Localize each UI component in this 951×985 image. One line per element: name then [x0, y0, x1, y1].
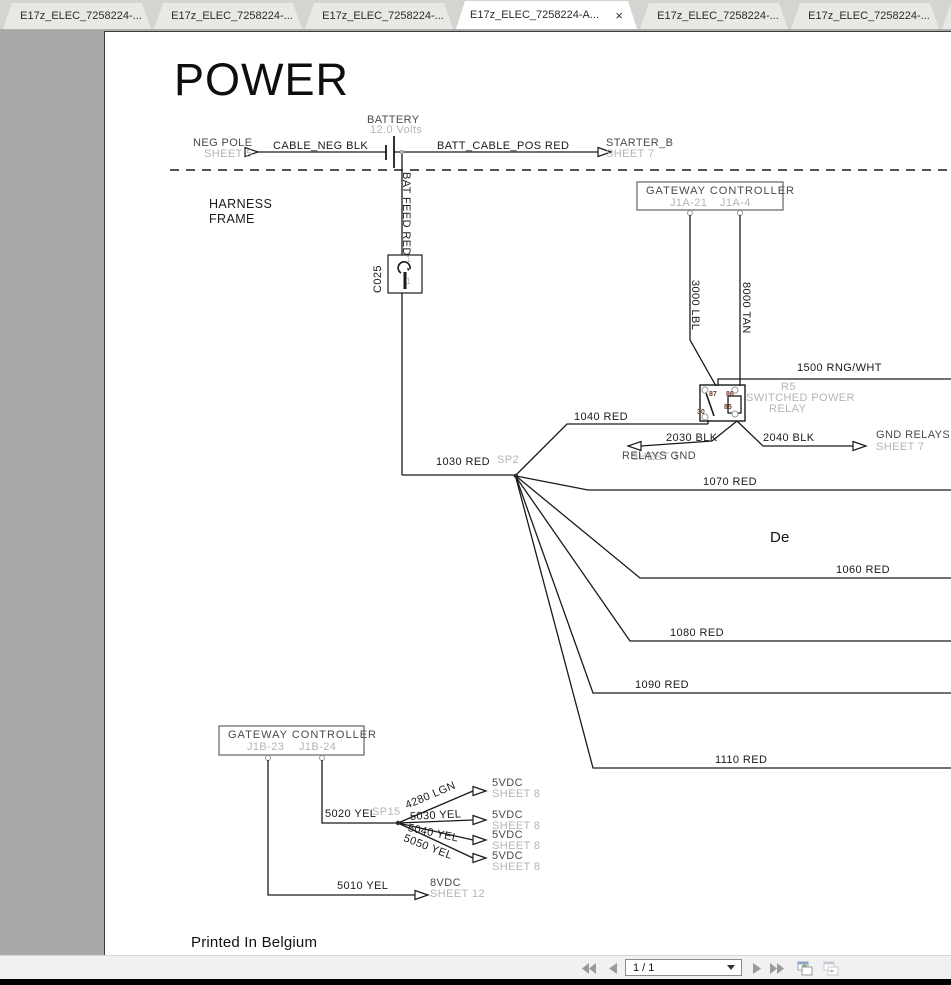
wire-label-1090: 1090 RED — [635, 679, 689, 691]
wire-label-cable-neg: CABLE_NEG BLK — [273, 140, 369, 152]
previous-view-icon — [797, 961, 813, 975]
tab-label: E17z_ELEC_7258224-... — [657, 10, 779, 22]
relay-pin-30: 30 — [697, 409, 705, 416]
wire-label-1500: 1500 RNG/WHT — [797, 362, 882, 374]
sheet-ref: SHEET 7 — [606, 148, 655, 160]
sheet-ref: SHEET 12 — [430, 888, 485, 900]
battery-label: BATTERY — [367, 114, 420, 126]
sheet-ref: SHEET 8 — [492, 820, 541, 832]
offpage-8vdc: 8VDC — [430, 877, 461, 889]
next-page-icon — [753, 962, 761, 974]
c025-pin-top: 1 — [406, 254, 412, 264]
gateway-bottom-pin2: J1B-24 — [299, 741, 337, 753]
tab-2[interactable]: E17z_ELEC_7258224-... — [154, 3, 302, 29]
previous-view-button[interactable] — [794, 960, 814, 976]
de-note: De — [770, 529, 790, 546]
next-page-button[interactable] — [748, 960, 766, 976]
tab-7[interactable]: E17z_ELEC_7258224-... — [942, 3, 951, 29]
first-page-button[interactable] — [580, 960, 598, 976]
harness-label: HARNESS — [209, 197, 273, 211]
tab-label: E17z_ELEC_7258224-A... — [470, 9, 600, 21]
wire-label-8000: 8000 TAN — [740, 282, 752, 334]
wire-label-3000: 3000 LBL — [689, 280, 701, 331]
tab-label: E17z_ELEC_7258224-... — [20, 10, 142, 22]
splice-sp15-label: SP15 — [372, 806, 401, 818]
wire-label-batt-cable-pos: BATT_CABLE_POS RED — [437, 140, 570, 152]
previous-page-button[interactable] — [604, 960, 622, 976]
tab-6[interactable]: E17z_ELEC_7258224-... — [791, 3, 939, 29]
gateway-top-pin1: J1A-21 — [670, 197, 708, 209]
page-indicator: 1 / 1 — [633, 961, 655, 974]
sheet-ref: SHEET 5 — [204, 148, 253, 160]
relay-name-line1: SWITCHED POWER — [746, 392, 855, 404]
connector-c025-label: C025 — [372, 265, 384, 293]
tab-1[interactable]: E17z_ELEC_7258224-... — [3, 3, 151, 29]
relay-name-line2: RELAY — [769, 403, 807, 415]
pdf-page — [104, 31, 951, 956]
wire-label-1080: 1080 RED — [670, 627, 724, 639]
wire-label-5020: 5020 YEL — [325, 808, 377, 820]
wire-label-1060: 1060 RED — [836, 564, 890, 576]
last-page-icon — [770, 962, 784, 974]
offpage-5vdc: 5VDC — [492, 850, 523, 862]
first-page-icon — [582, 962, 596, 974]
next-view-icon — [823, 961, 839, 975]
tab-bar: E17z_ELEC_7258224-... E17z_ELEC_7258224-… — [0, 0, 951, 30]
next-view-button[interactable] — [820, 960, 840, 976]
close-tab-icon[interactable]: × — [615, 7, 623, 23]
tab-label: E17z_ELEC_7258224-... — [945, 10, 951, 22]
relay-pin-86: 86 — [726, 391, 734, 398]
frame-label: FRAME — [209, 212, 255, 226]
wire-label-2040: 2040 BLK — [763, 432, 815, 444]
status-strip — [0, 979, 951, 985]
splice-sp2-label: SP2 — [497, 454, 519, 466]
gateway-bottom-pin1: J1B-23 — [247, 741, 285, 753]
tab-label: E17z_ELEC_7258224-... — [808, 10, 930, 22]
wire-label-1030: 1030 RED — [436, 456, 490, 468]
tab-label: E17z_ELEC_7258224-... — [171, 10, 293, 22]
offpage-5vdc: 5VDC — [492, 829, 523, 841]
wire-label-2030: 2030 BLK — [666, 432, 718, 444]
tab-4-active[interactable]: E17z_ELEC_7258224-A... × — [456, 1, 637, 29]
wire-label-1070: 1070 RED — [703, 476, 757, 488]
gateway-top-pin2: J1A-4 — [720, 197, 751, 209]
sheet-ref: SHEET 8 — [492, 788, 541, 800]
battery-voltage: 12.0 Volts — [370, 124, 423, 136]
sheet-ref: SHEET 8 — [492, 861, 541, 873]
wire-label-bat-feed: BAT FEED RED — [400, 172, 412, 256]
offpage-starter: STARTER_B — [606, 137, 674, 149]
previous-page-icon — [609, 962, 617, 974]
c025-pin-bottom: 1 — [406, 276, 412, 286]
offpage-5vdc: 5VDC — [492, 809, 523, 821]
offpage-gnd-relays: GND RELAYS — [876, 429, 951, 441]
offpage-relays-gnd: RELAYS GND — [622, 450, 697, 462]
tab-3[interactable]: E17z_ELEC_7258224-... — [305, 3, 453, 29]
last-page-button[interactable] — [768, 960, 786, 976]
relay-pin-87: 87 — [709, 391, 717, 398]
tab-label: E17z_ELEC_7258224-... — [322, 10, 444, 22]
tab-5[interactable]: E17z_ELEC_7258224-... — [640, 3, 788, 29]
page-nav-toolbar: 1 / 1 — [0, 955, 951, 980]
viewer-canvas — [0, 30, 951, 956]
page-number-combobox[interactable]: 1 / 1 — [625, 959, 742, 976]
sheet-ref: SHEET 8 — [492, 840, 541, 852]
printed-note: Printed In Belgium — [191, 934, 318, 951]
gateway-top-title: GATEWAY CONTROLLER — [646, 185, 796, 197]
offpage-neg-pole: NEG POLE — [193, 137, 253, 149]
wire-label-5010: 5010 YEL — [337, 880, 389, 892]
relay-pin-85: 85 — [724, 404, 732, 411]
wire-label-1110: 1110 RED — [715, 754, 768, 766]
wire-label-1040: 1040 RED — [574, 411, 628, 423]
page-title: POWER — [174, 54, 350, 105]
gateway-bottom-title: GATEWAY CONTROLLER — [228, 729, 378, 741]
chevron-down-icon — [727, 965, 735, 970]
sheet-ref: SHEET 7 — [876, 441, 925, 453]
offpage-5vdc: 5VDC — [492, 777, 523, 789]
